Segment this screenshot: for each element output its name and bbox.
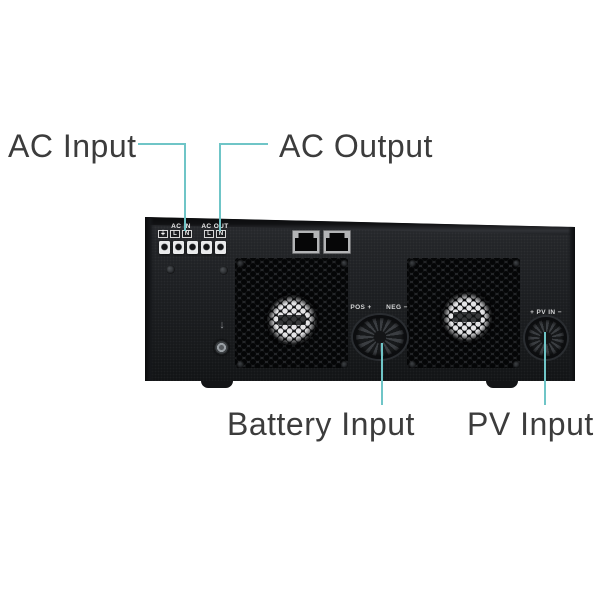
right-cooling-fan	[442, 292, 492, 342]
ac-input-callout-line-vertical	[184, 143, 186, 231]
grille-screw	[237, 361, 244, 368]
rj45-jack-opening	[295, 233, 317, 251]
right-foot	[486, 379, 518, 388]
ground-screw	[214, 340, 229, 355]
screw-terminal	[215, 241, 226, 254]
grille-screw	[237, 260, 244, 267]
rj45-port-right	[323, 230, 351, 254]
chassis-right-edge	[568, 224, 575, 381]
battery-input-label: Battery Input	[227, 406, 415, 442]
ac-input-label: AC Input	[8, 128, 137, 164]
right-fan-grille	[407, 258, 520, 368]
grille-screw	[341, 361, 348, 368]
ground-arrow-icon: ↓	[219, 319, 225, 331]
left-foot	[201, 379, 233, 388]
screw-terminal	[201, 241, 212, 254]
rj45-port-left	[292, 230, 320, 254]
pv-in-label: + PV IN −	[530, 309, 562, 316]
screw-terminal	[159, 241, 170, 254]
panel-screw	[219, 266, 228, 275]
ac-output-callout-line-horizontal	[219, 143, 268, 145]
ac-out-group-label: AC OUT	[201, 223, 229, 230]
ac-in-group-label: AC IN	[171, 223, 191, 230]
grille-screw	[513, 361, 520, 368]
grille-screw	[341, 260, 348, 267]
pv-input-callout-line	[544, 332, 546, 405]
chassis-left-edge	[145, 217, 154, 381]
ac-input-callout-line-horizontal	[138, 143, 186, 145]
screw-terminal	[173, 241, 184, 254]
terminal-label-acout-n: N	[216, 230, 226, 238]
battery-cable-grommet	[353, 315, 407, 359]
terminal-label-acin-l: L	[170, 230, 180, 238]
screw-terminal	[187, 241, 198, 254]
pv-cable-grommet	[525, 317, 567, 359]
rj45-jack-opening	[326, 233, 348, 251]
grille-screw	[409, 361, 416, 368]
pv-input-label: PV Input	[467, 406, 594, 442]
terminal-label-acin-n: N	[182, 230, 192, 238]
battery-input-callout-line	[381, 343, 383, 405]
left-fan-grille	[235, 258, 348, 368]
grille-screw	[409, 260, 416, 267]
terminal-label-acout-l: L	[204, 230, 214, 238]
panel-screw	[166, 265, 175, 274]
battery-pos-label: POS +	[350, 304, 372, 311]
left-cooling-fan	[267, 295, 317, 345]
ac-output-label: AC Output	[279, 128, 433, 164]
inverter-chassis: AC IN AC OUT ⏚ L N L N	[145, 217, 575, 381]
terminal-label-ground: ⏚	[158, 230, 168, 238]
grille-screw	[513, 260, 520, 267]
battery-neg-label: NEG −	[386, 304, 408, 311]
ac-output-callout-line-vertical	[219, 143, 221, 231]
